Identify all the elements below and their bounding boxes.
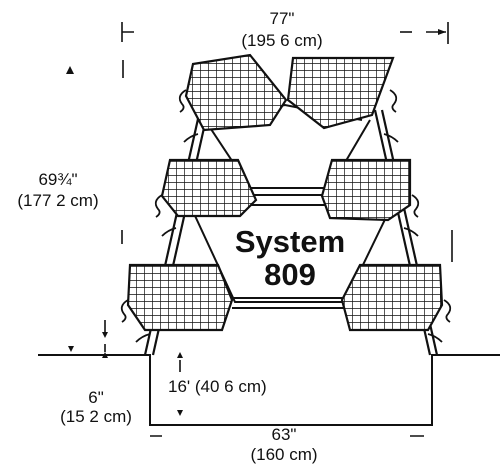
cage-top-left (184, 53, 288, 132)
cage-middle-left (160, 158, 258, 218)
system-name-line1: System (235, 224, 345, 259)
top-width-inches: 77" (270, 9, 295, 28)
height-cm: (177 2 cm) (17, 191, 98, 210)
base-width-inches: 63" (272, 425, 297, 444)
dimension-arrowheads (66, 29, 446, 416)
pit-depth-inches: 6" (88, 388, 104, 407)
base-width-cm: (160 cm) (250, 445, 317, 464)
cage-top-right (286, 56, 395, 130)
ground-and-pit (38, 354, 500, 426)
height-inches: 69¾" (38, 170, 77, 189)
cage-bottom-left (126, 263, 234, 332)
system-name-line2: 809 (264, 257, 316, 292)
top-width-cm: (195 6 cm) (241, 31, 322, 50)
trough-gap-label: 16' (40 6 cm) (168, 377, 267, 396)
egg-tray-hooks (120, 89, 452, 343)
cage-bottom-right (340, 263, 444, 332)
pit-depth-cm: (15 2 cm) (60, 407, 132, 426)
cage-middle-right (320, 158, 412, 222)
dimension-lines (104, 22, 453, 437)
